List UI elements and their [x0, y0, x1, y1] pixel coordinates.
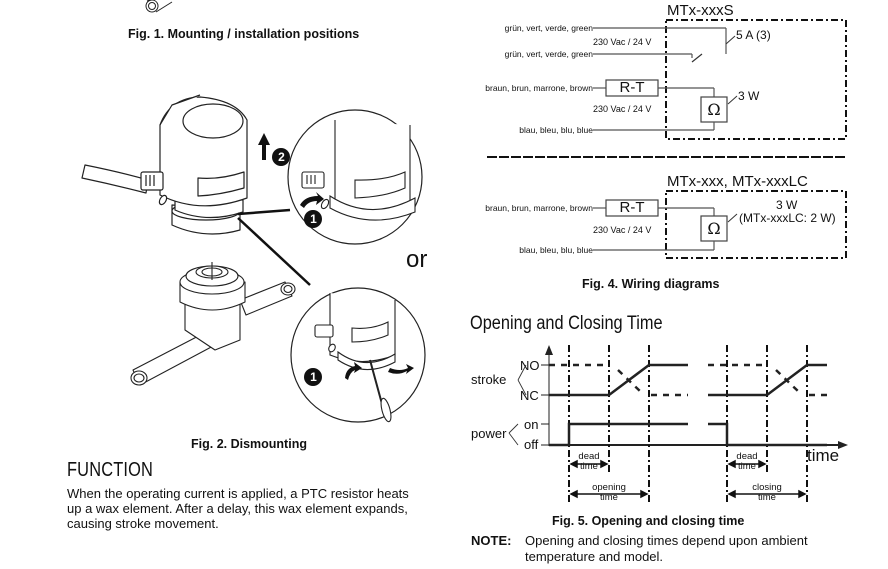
- note-label: NOTE:: [471, 533, 512, 548]
- step-badge-1-lower: 1: [310, 370, 317, 384]
- no-label: NO: [520, 358, 540, 373]
- rt-label-lc: R-T: [619, 199, 645, 216]
- wire-label-brown-lc: braun, brun, marrone, brown: [485, 203, 593, 213]
- note-line: Opening and closing times depend upon am…: [525, 533, 808, 548]
- function-text-line: up a wax element. After a delay, this wa…: [67, 501, 408, 516]
- time-axis-label: time: [807, 446, 840, 465]
- closing-time-line: time: [758, 492, 776, 503]
- timing-heading: Opening and Closing Time: [470, 313, 663, 334]
- fig4-caption: Fig. 4. Wiring diagrams: [582, 277, 720, 291]
- function-text-line: When the operating current is applied, a…: [67, 486, 409, 501]
- function-heading: FUNCTION: [67, 459, 154, 481]
- on-label: on: [524, 417, 539, 432]
- off-label: off: [524, 437, 539, 452]
- dead-time-line: dead: [736, 451, 758, 462]
- nc-label: NC: [520, 388, 539, 403]
- switch-rating: 5 A (3): [736, 28, 771, 42]
- power-label: power: [471, 426, 507, 441]
- dead-time-line: time: [738, 461, 756, 472]
- opening-time-label: opening time: [569, 483, 649, 503]
- power-rating-lc-1: 3 W: [776, 198, 798, 212]
- fig5-caption: Fig. 5. Opening and closing time: [552, 514, 745, 528]
- fig2-caption: Fig. 2. Dismounting: [191, 437, 307, 451]
- wire-label-blue-s: blau, bleu, blu, blue: [519, 125, 593, 135]
- wire-label-blue-lc: blau, bleu, blu, blue: [519, 245, 593, 255]
- dead-time-label-2: dead time: [727, 452, 767, 472]
- dead-time-label-1: dead time: [569, 452, 609, 472]
- opening-time-line: time: [600, 492, 618, 503]
- voltage-label-s-1: 230 Vac / 24 V: [593, 37, 652, 47]
- wire-label-brown-s: braun, brun, marrone, brown: [485, 83, 593, 93]
- dead-time-line: dead: [578, 451, 600, 462]
- fig1-caption: Fig. 1. Mounting / installation position…: [128, 27, 360, 41]
- function-text-line: causing stroke movement.: [67, 516, 219, 531]
- rt-label-s: R-T: [619, 79, 645, 96]
- opening-time-line: opening: [592, 482, 626, 493]
- function-description: When the operating current is applied, a…: [67, 486, 447, 531]
- closing-time-line: closing: [752, 482, 782, 493]
- voltage-label-lc: 230 Vac / 24 V: [593, 225, 652, 235]
- power-rating-s: 3 W: [738, 89, 760, 103]
- note-text: Opening and closing times depend upon am…: [525, 533, 865, 565]
- dead-time-line: time: [580, 461, 598, 472]
- note-line: temperature and model.: [525, 549, 664, 564]
- step-badge-2: 2: [278, 150, 285, 164]
- wire-label-green-2: grün, vert, verde, green: [504, 49, 593, 59]
- resistor-symbol-s: Ω: [707, 100, 721, 119]
- closing-time-label: closing time: [727, 483, 807, 503]
- step-badge-1-upper: 1: [310, 212, 317, 226]
- resistor-symbol-lc: Ω: [707, 219, 721, 238]
- stroke-label: stroke: [471, 372, 507, 387]
- model-label-s: MTx-xxxS: [667, 2, 734, 19]
- model-label-lc: MTx-xxx, MTx-xxxLC: [667, 173, 808, 190]
- fig2-or-label: or: [406, 246, 428, 273]
- wire-label-green-1: grün, vert, verde, green: [504, 23, 593, 33]
- power-rating-lc-2: (MTx-xxxLC: 2 W): [739, 211, 836, 225]
- voltage-label-s-2: 230 Vac / 24 V: [593, 104, 652, 114]
